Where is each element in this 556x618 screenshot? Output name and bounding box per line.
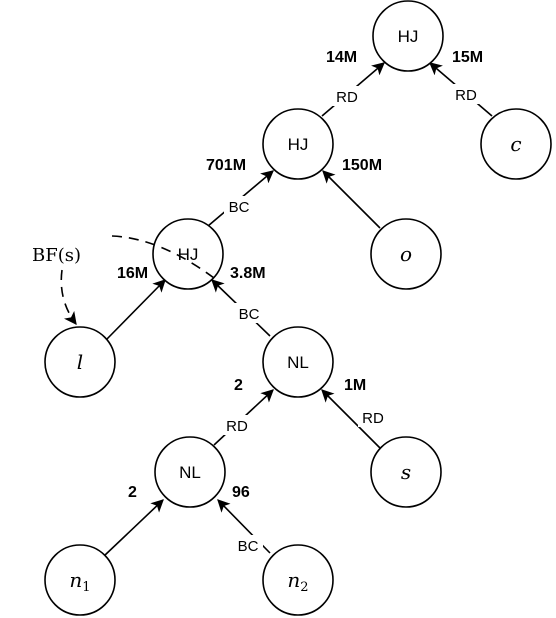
hj-root-node: HJ xyxy=(372,0,444,72)
l-leaf-label: l xyxy=(77,350,83,374)
n2-leaf-label: n2 xyxy=(287,568,308,595)
n2-leaf-node: n2 xyxy=(262,544,334,616)
hj-mid-label: HJ xyxy=(288,135,309,154)
nl-lower-node: NL xyxy=(154,436,226,508)
card-c-root: 15M xyxy=(452,49,483,66)
edge-n1-to-lower xyxy=(103,499,164,557)
l-leaf-node: l xyxy=(44,326,116,398)
edge-tag-nl-upper-low: BC xyxy=(239,306,260,323)
card-l-low: 16M xyxy=(117,265,148,282)
n1-leaf-node: n1 xyxy=(44,544,116,616)
card-o-mid: 150M xyxy=(342,157,382,174)
hj-mid-node: HJ xyxy=(262,108,334,180)
nl-upper-node: NL xyxy=(262,326,334,398)
n1-leaf-subscript: 1 xyxy=(82,580,90,595)
card-nl-upper-low: 3.8M xyxy=(230,265,266,282)
card-n1-lower: 2 xyxy=(128,484,137,501)
n1-leaf-label: n1 xyxy=(69,568,90,595)
o-leaf-label: o xyxy=(400,242,412,266)
card-s-upper: 1M xyxy=(344,377,366,394)
edge-tag-nl-lower-upper: RD xyxy=(226,418,248,435)
hj-root-label: HJ xyxy=(398,27,419,46)
bf-dash-to-l xyxy=(60,269,77,326)
n2-leaf-base: n xyxy=(287,568,300,592)
edge-o-to-mid xyxy=(322,170,381,229)
n1-leaf-base: n xyxy=(69,568,82,592)
edge-tag-s-upper: RD xyxy=(362,410,384,427)
c-leaf-node: c xyxy=(480,108,552,180)
bf-dash-to-hj xyxy=(111,235,215,279)
n2-leaf-subscript: 2 xyxy=(300,580,308,595)
edge-tag-hj-low-mid: BC xyxy=(229,199,250,216)
hj-low-label: HJ xyxy=(178,245,199,264)
hj-low-node: HJ xyxy=(152,218,224,290)
bloom-filter-annotation: BF(s) xyxy=(28,235,215,326)
edge-tag-hj-mid-root: RD xyxy=(336,89,358,106)
s-leaf-node: s xyxy=(370,436,442,508)
nl-upper-label: NL xyxy=(287,353,309,372)
o-leaf-node: o xyxy=(370,218,442,290)
card-nl-lower-upper: 2 xyxy=(234,377,243,394)
s-leaf-label: s xyxy=(401,460,411,484)
edge-tag-n2-lower: BC xyxy=(238,538,259,555)
bf-label: BF(s) xyxy=(32,245,81,266)
card-hj-mid-root: 14M xyxy=(326,49,357,66)
card-n2-lower: 96 xyxy=(232,484,250,501)
card-hj-low-mid: 701M xyxy=(206,157,246,174)
c-leaf-label: c xyxy=(510,132,521,156)
nl-lower-label: NL xyxy=(179,463,201,482)
edge-tag-c-root: RD xyxy=(455,87,477,104)
edge-s-to-upper xyxy=(321,389,381,449)
edge-l-to-low xyxy=(105,279,166,341)
